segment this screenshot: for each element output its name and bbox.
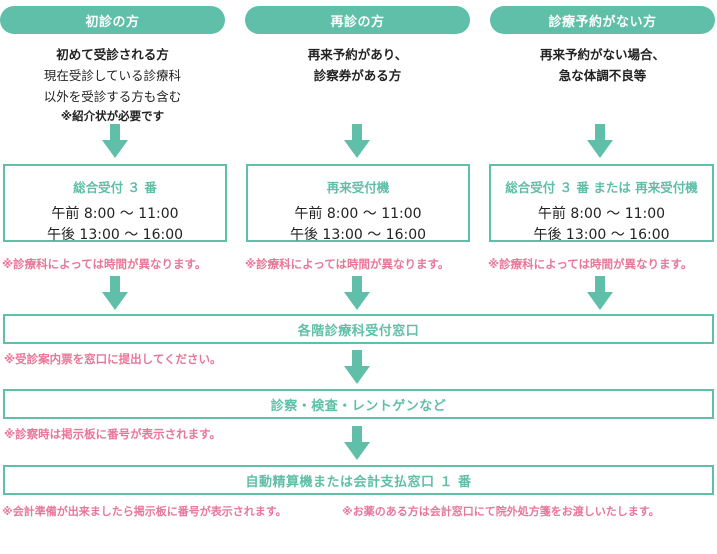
down-arrow-icon bbox=[587, 276, 613, 310]
step-department-reception: 各階診療科受付窓口 bbox=[3, 314, 714, 344]
box-title: 総合受付 ３ 番 bbox=[73, 180, 157, 195]
intro-line: 再来予約がない場合、 bbox=[539, 47, 665, 62]
box-title: 総合受付 ３ 番 または 再来受付機 bbox=[505, 180, 698, 195]
note-first-visit: ※診療科によっては時間が異なります。 bbox=[2, 257, 207, 271]
header-return-visit: 再診の方 bbox=[245, 6, 470, 34]
time-afternoon: 午後 13:00 〜 16:00 bbox=[289, 227, 427, 243]
intro-line: 急な体調不良等 bbox=[558, 68, 647, 83]
note-step-3-prescription: ※お薬のある方は会計窓口にて院外処方箋をお渡しいたします。 bbox=[342, 505, 660, 518]
reception-box-no-appointment: 総合受付 ３ 番 または 再来受付機 午前 8:00 〜 11:00 午後 13… bbox=[489, 164, 714, 243]
reception-box-return-visit: 再来受付機 午前 8:00 〜 11:00 午後 13:00 〜 16:00 bbox=[246, 164, 470, 243]
intro-return-visit: 再来予約があり、 診察券がある方 bbox=[245, 44, 470, 86]
note-no-appointment: ※診療科によっては時間が異なります。 bbox=[488, 257, 693, 271]
down-arrow-icon bbox=[102, 276, 128, 310]
intro-line: 以外を受診する方も含む bbox=[43, 89, 182, 104]
step-examination: 診察・検査・レントゲンなど bbox=[3, 389, 714, 419]
down-arrow-icon bbox=[587, 124, 613, 158]
down-arrow-icon bbox=[102, 124, 128, 158]
note-step-1: ※受診案内票を窓口に提出してください。 bbox=[4, 352, 222, 366]
note-step-3: ※会計準備が出来ましたら掲示板に番号が表示されます。 bbox=[2, 505, 287, 518]
time-morning: 午前 8:00 〜 11:00 bbox=[537, 206, 666, 222]
intro-line: ※紹介状が必要です bbox=[60, 109, 165, 123]
intro-line: 現在受診している診療科 bbox=[43, 68, 182, 83]
time-morning: 午前 8:00 〜 11:00 bbox=[294, 206, 422, 222]
intro-no-appointment: 再来予約がない場合、 急な体調不良等 bbox=[490, 44, 715, 86]
intro-line: 再来予約があり、 bbox=[307, 47, 408, 62]
time-morning: 午前 8:00 〜 11:00 bbox=[51, 206, 179, 222]
time-afternoon: 午後 13:00 〜 16:00 bbox=[533, 227, 670, 243]
time-afternoon: 午後 13:00 〜 16:00 bbox=[46, 227, 184, 243]
note-return-visit: ※診療科によっては時間が異なります。 bbox=[245, 257, 450, 271]
header-no-appointment: 診療予約がない方 bbox=[490, 6, 715, 34]
down-arrow-icon bbox=[344, 124, 370, 158]
down-arrow-icon bbox=[344, 350, 370, 384]
step-payment: 自動精算機または会計支払窓口 １ 番 bbox=[3, 465, 714, 495]
down-arrow-icon bbox=[344, 276, 370, 310]
header-first-visit: 初診の方 bbox=[0, 6, 225, 34]
box-title: 再来受付機 bbox=[326, 180, 390, 195]
intro-line: 診察券がある方 bbox=[313, 68, 402, 83]
down-arrow-icon bbox=[344, 426, 370, 460]
reception-box-first-visit: 総合受付 ３ 番 午前 8:00 〜 11:00 午後 13:00 〜 16:0… bbox=[3, 164, 227, 243]
intro-first-visit: 初めて受診される方 現在受診している診療科 以外を受診する方も含む ※紹介状が必… bbox=[0, 44, 225, 125]
note-step-2: ※診察時は掲示板に番号が表示されます。 bbox=[4, 427, 222, 441]
intro-line: 初めて受診される方 bbox=[56, 47, 169, 62]
